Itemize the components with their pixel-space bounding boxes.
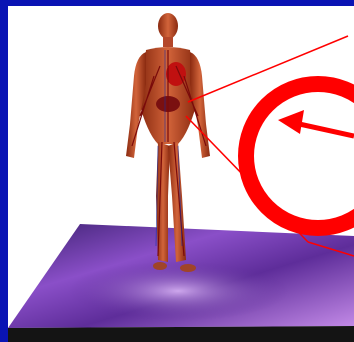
platform-highlight xyxy=(68,261,288,321)
white-panel xyxy=(8,6,354,342)
figure-head xyxy=(158,13,178,39)
anatomy-illustration xyxy=(8,6,354,342)
callout-arrow-head-icon xyxy=(278,110,304,134)
platform-edge xyxy=(8,326,354,342)
magnifier-callout-circle-icon xyxy=(246,84,354,228)
